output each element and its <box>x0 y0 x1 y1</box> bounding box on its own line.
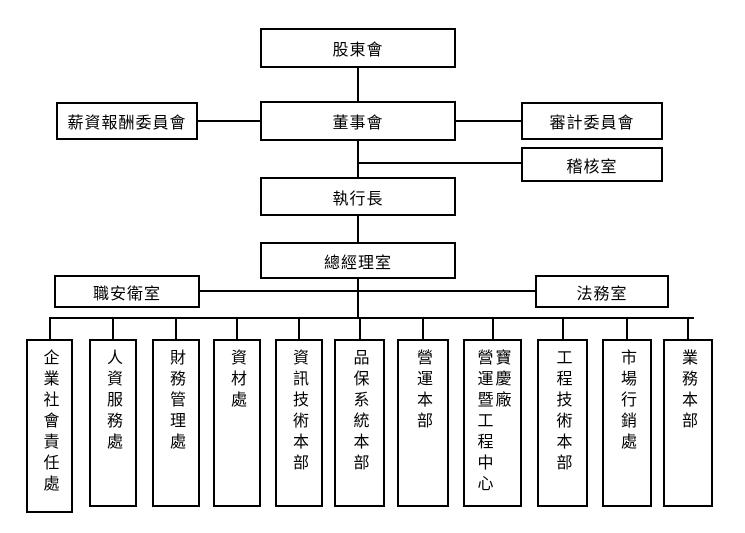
department-label: 資訊技術本部 <box>290 349 309 475</box>
compensation-committee-box: 薪資報酬委員會 <box>56 102 198 140</box>
connector-audit-office <box>357 162 523 164</box>
department-box: 業務本部 <box>663 339 713 507</box>
department-label: 資材處 <box>228 349 247 412</box>
department-label: 市場行銷處 <box>618 349 637 454</box>
connector-department-bus <box>49 317 694 319</box>
department-box: 寶慶廠營運暨工程中心 <box>463 339 522 507</box>
department-connector <box>236 318 238 339</box>
department-box: 資材處 <box>213 339 261 507</box>
department-connector <box>49 318 51 339</box>
gm-office-box: 總經理室 <box>260 242 456 279</box>
department-connector <box>492 318 494 339</box>
department-connector <box>359 318 361 339</box>
board-box: 董事會 <box>260 101 456 141</box>
department-label: 業務本部 <box>679 349 698 433</box>
department-label: 財務管理處 <box>167 349 186 454</box>
department-label: 人資服務處 <box>104 349 123 454</box>
department-connector <box>298 318 300 339</box>
department-box: 品保系統本部 <box>334 339 385 507</box>
department-label: 品保系統本部 <box>350 349 370 475</box>
department-box: 營運本部 <box>397 339 449 507</box>
department-connector <box>112 318 114 339</box>
connector-board-ceo <box>357 140 359 178</box>
connector-ceo-gm <box>357 215 359 243</box>
department-label: 企業社會責任處 <box>40 349 60 496</box>
department-label: 營運本部 <box>414 349 433 433</box>
department-box: 市場行銷處 <box>602 339 652 507</box>
department-connector <box>562 318 564 339</box>
audit-committee-box: 審計委員會 <box>521 102 663 140</box>
department-box: 財務管理處 <box>152 339 200 507</box>
department-box: 企業社會責任處 <box>26 339 73 513</box>
ceo-box: 執行長 <box>260 177 456 216</box>
department-box: 工程技術本部 <box>537 339 588 507</box>
department-box: 資訊技術本部 <box>275 339 323 507</box>
department-label: 營運暨工程中心 <box>474 349 494 496</box>
department-label: 工程技術本部 <box>553 349 573 475</box>
department-connector <box>422 318 424 339</box>
safety-office-box: 職安衛室 <box>54 275 200 308</box>
connector-staff-offices <box>198 290 536 292</box>
department-connector <box>626 318 628 339</box>
shareholders-box: 股東會 <box>260 28 456 68</box>
department-connector <box>687 318 689 339</box>
legal-office-box: 法務室 <box>535 275 669 308</box>
department-box: 人資服務處 <box>89 339 137 507</box>
audit-office-box: 稽核室 <box>521 147 663 182</box>
department-label: 寶慶廠 <box>492 349 512 412</box>
connector-shareholders-board <box>357 68 359 102</box>
connector-gm-departments <box>357 278 359 318</box>
department-connector <box>175 318 177 339</box>
